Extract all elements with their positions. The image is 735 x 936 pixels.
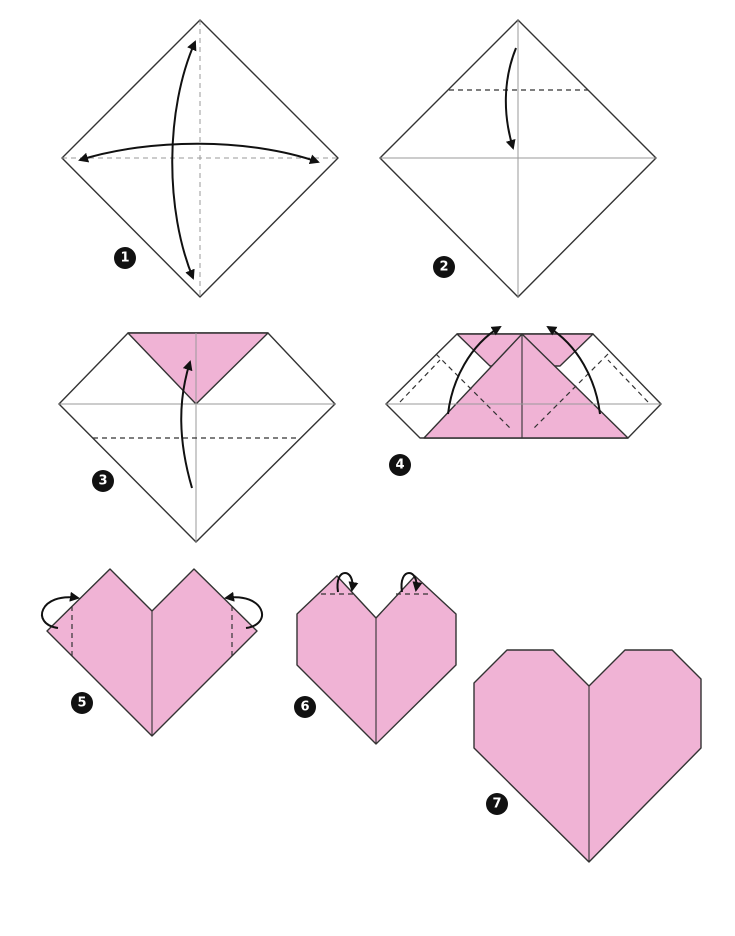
step-number-badge: 3 xyxy=(92,470,114,492)
fold-up-arrow-right xyxy=(546,325,601,415)
fold-up-arrow xyxy=(180,360,193,489)
step-number-badge: 5 xyxy=(71,692,93,714)
step-number: 6 xyxy=(300,700,309,715)
fold-behind-arrow-right xyxy=(224,591,263,629)
step-1: 1 xyxy=(61,19,339,298)
fold-unfold-arrow-horizontal xyxy=(78,142,320,165)
step-number: 5 xyxy=(77,696,86,711)
fold-up-arrow-left xyxy=(447,325,502,415)
step-number: 3 xyxy=(98,474,107,489)
step-number-badge: 4 xyxy=(389,454,411,476)
finished-heart xyxy=(473,649,702,863)
step-number: 2 xyxy=(439,260,448,275)
step-7: 7 xyxy=(473,649,702,863)
fold-down-arrow xyxy=(504,47,517,150)
fold-behind-arrow-right xyxy=(400,572,423,593)
step-4: 4 xyxy=(385,325,662,476)
step-number-badge: 6 xyxy=(294,696,316,718)
step-2: 2 xyxy=(379,19,657,298)
step-3: 3 xyxy=(58,332,336,543)
fold-behind-arrow-left xyxy=(41,591,80,629)
step-number-badge: 2 xyxy=(433,256,455,278)
step-number: 1 xyxy=(120,251,129,266)
folded-flap xyxy=(127,332,269,405)
step-6: 6 xyxy=(294,572,457,745)
fold-behind-arrow-left xyxy=(336,572,359,593)
folded-flap-front xyxy=(423,333,629,439)
step-number: 4 xyxy=(395,458,404,473)
step-number-badge: 1 xyxy=(114,247,136,269)
step-number: 7 xyxy=(492,797,501,812)
step-5: 5 xyxy=(41,568,263,737)
step-number-badge: 7 xyxy=(486,793,508,815)
